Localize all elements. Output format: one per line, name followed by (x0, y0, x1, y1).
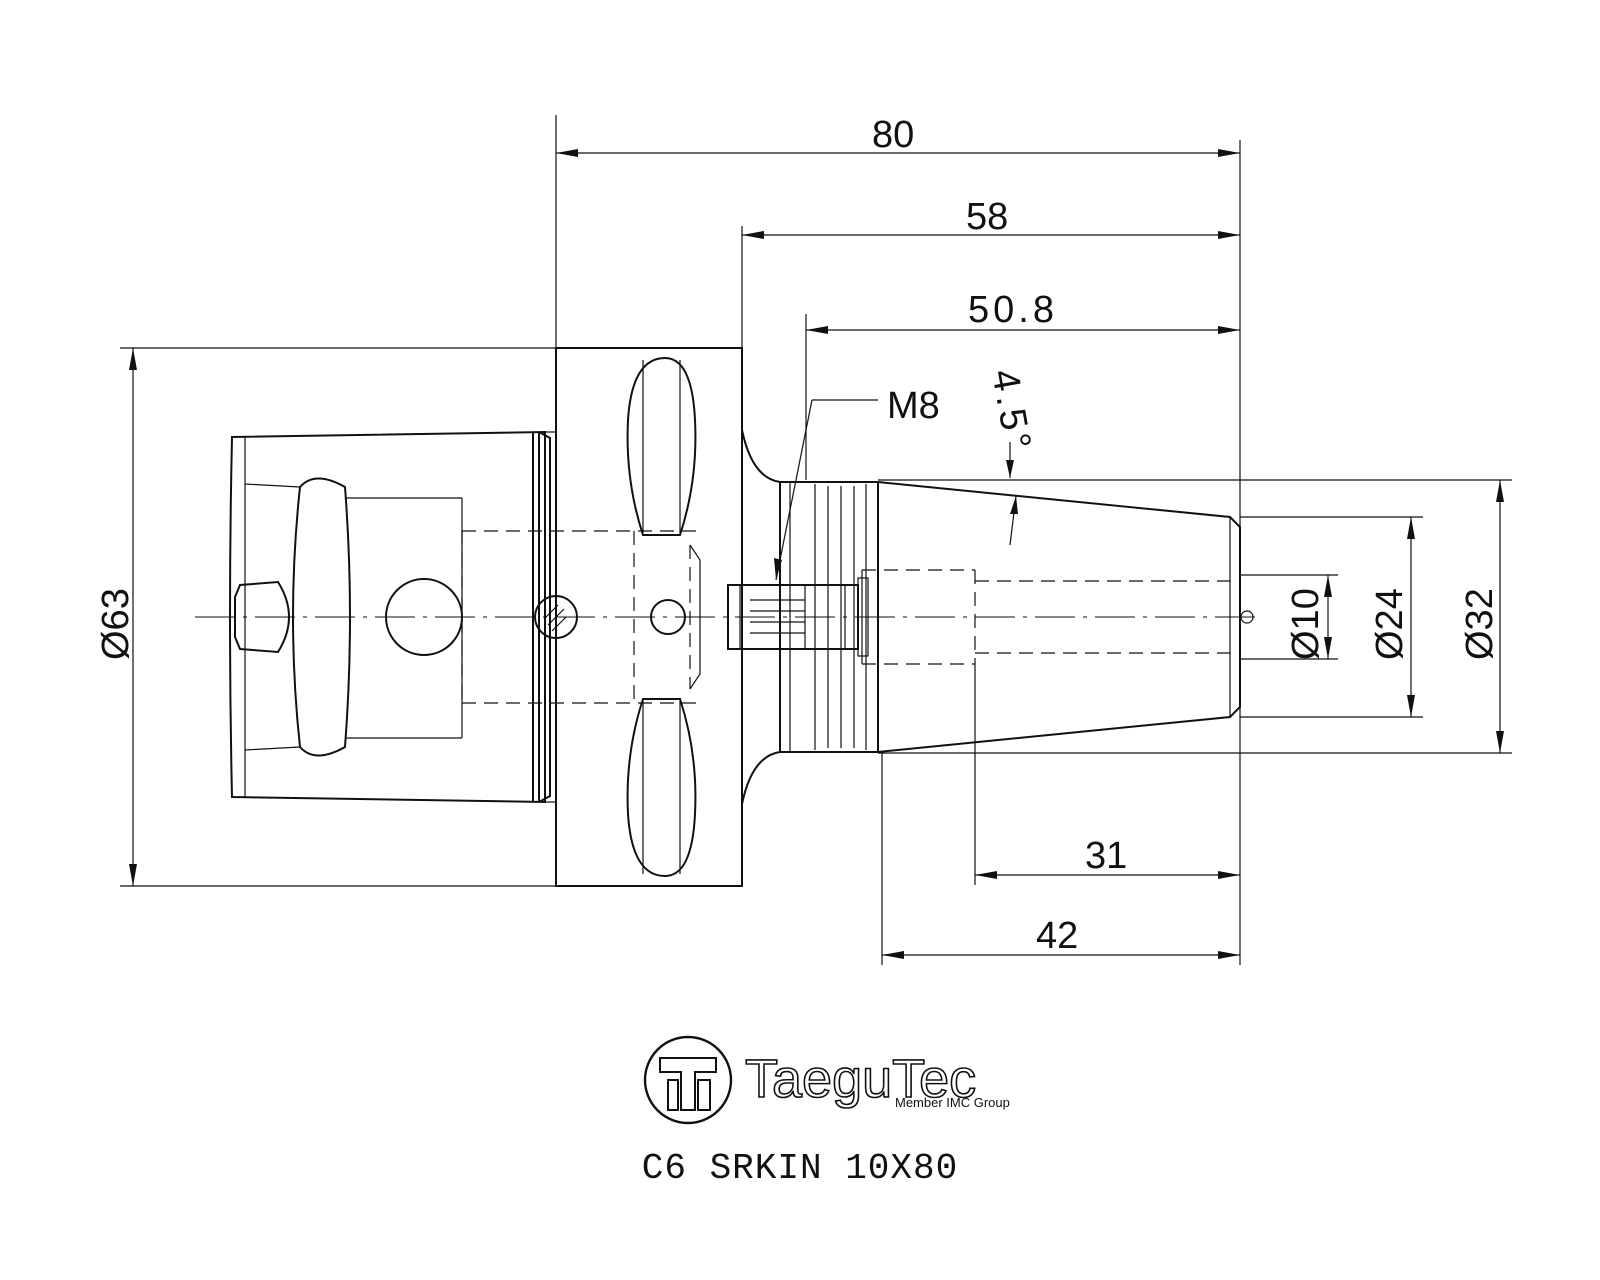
dim-length-50-8: 50.8 (968, 289, 1058, 331)
taegutec-logo: TaeguTec Member IMC Group (643, 1035, 1010, 1125)
shank-body (229, 430, 700, 804)
dim-thread-m8: M8 (887, 385, 940, 427)
dim-taper-angle: 4.5° (983, 366, 1039, 456)
dim-diameter-32: Ø32 (1459, 588, 1501, 660)
dim-diameter-10: Ø10 (1285, 588, 1327, 660)
dim-length-31: 31 (1085, 835, 1127, 877)
dim-diameter-24: Ø24 (1369, 588, 1411, 660)
part-number: C6 SRKIN 10X80 (641, 1148, 959, 1189)
logo-brand-text: TaeguTec (745, 1049, 976, 1109)
dim-diameter-63: Ø63 (95, 588, 137, 660)
flange (534, 347, 743, 887)
dim-length-80: 80 (872, 114, 914, 156)
logo-tagline: Member IMC Group (895, 1095, 1010, 1110)
dim-length-42: 42 (1036, 915, 1078, 957)
dimension-lines (120, 115, 1512, 965)
dim-length-58: 58 (966, 196, 1008, 238)
